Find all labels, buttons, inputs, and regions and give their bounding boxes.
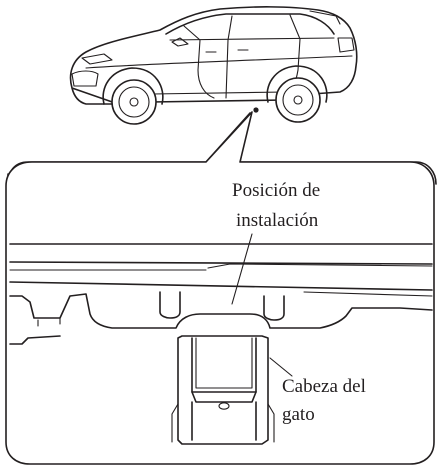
- jack-head-leader: [269, 357, 293, 377]
- detail-frame: [5, 111, 435, 465]
- car-b-pillar: [227, 15, 233, 41]
- car-front-door: [197, 39, 229, 99]
- floor-panel-line: [9, 281, 433, 291]
- car-side-line: [85, 55, 353, 69]
- car-window-lower: [169, 37, 335, 41]
- car-grille: [71, 70, 99, 87]
- car-headlight: [81, 53, 113, 65]
- car-window-outline: [165, 13, 335, 35]
- car-rear-wheel: [266, 65, 328, 123]
- car-rocker-line: [151, 91, 287, 95]
- car-a-pillar: [183, 25, 201, 41]
- locator-pin-left: [159, 291, 181, 319]
- jack-point-marker: [253, 107, 259, 113]
- car-taillight: [337, 37, 355, 53]
- left-bracket-detail: [37, 317, 61, 327]
- suv-illustration: [69, 6, 358, 125]
- car-body-outline: [69, 6, 358, 105]
- jack-head: [171, 335, 275, 445]
- jack-head-label-line2: gato: [282, 404, 315, 425]
- jack-head-inner: [191, 337, 257, 393]
- jack-head-label-line1: Cabeza del: [282, 376, 366, 397]
- underbody-detail: [9, 233, 433, 445]
- locator-pin-right: [263, 295, 285, 321]
- floor-panel-shadow: [303, 291, 433, 297]
- left-bracket: [9, 293, 433, 329]
- car-mirror: [171, 37, 189, 47]
- jack-head-lower: [191, 391, 257, 403]
- car-c-pillar: [289, 14, 301, 40]
- jack-head-saddle: [195, 337, 253, 389]
- install-position-label-line2: instalación: [236, 210, 319, 231]
- jack-head-side-left: [171, 403, 179, 443]
- sill-lower-edge: [9, 261, 433, 265]
- install-position-leader: [231, 233, 253, 305]
- car-front-wheel: [102, 67, 164, 125]
- jack-head-side-right: [267, 403, 275, 443]
- left-bracket-base: [9, 335, 61, 345]
- jack-head-hole: [218, 402, 230, 410]
- jack-head-body: [177, 335, 269, 445]
- install-position-label-line1: Posición de: [232, 180, 320, 201]
- sill-flange-detail: [207, 263, 433, 269]
- car-spoiler: [309, 10, 341, 25]
